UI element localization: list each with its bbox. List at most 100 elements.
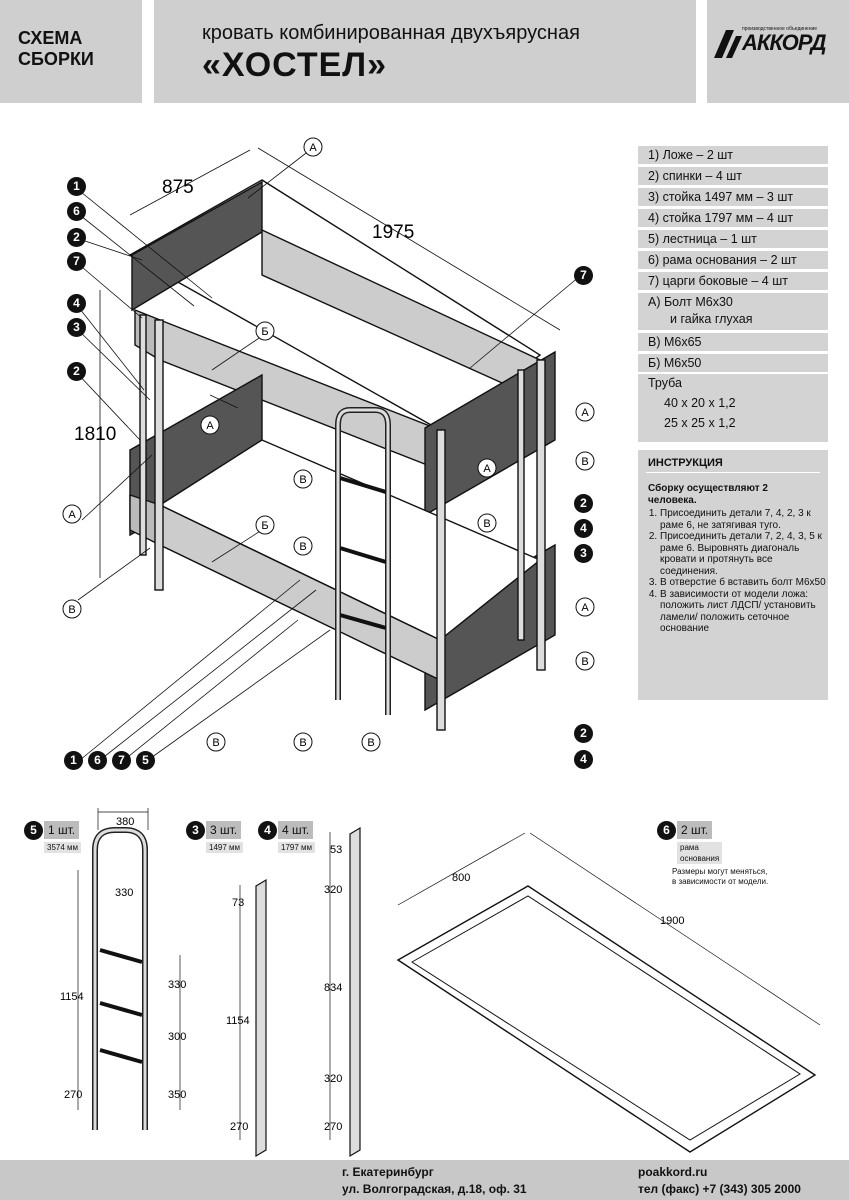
parts-list: 1) Ложе – 2 шт 2) спинки – 4 шт 3) стойк…	[638, 146, 828, 375]
callout-2: 2	[574, 724, 593, 743]
callout-6: 6	[67, 202, 86, 221]
dim-ladder-step3: 350	[168, 1089, 186, 1101]
tag-part-6-qty: 2 шт.	[677, 821, 713, 839]
callout-2: 2	[67, 228, 86, 247]
callout-5: 5	[136, 751, 155, 770]
footer-contacts: poakkord.ru тел (факс) +7 (343) 305 2000	[638, 1164, 801, 1198]
callout-v: В	[299, 474, 306, 486]
tag-part-4: 4	[258, 821, 277, 840]
dim-frame-length: 1900	[660, 915, 684, 927]
callout-a: А	[309, 142, 317, 154]
callout-2: 2	[574, 494, 593, 513]
callout-3: 3	[67, 318, 86, 337]
callout-a: А	[206, 420, 214, 432]
bolt-v-item: В) М6х65	[638, 333, 828, 351]
footer-site[interactable]: poakkord.ru	[638, 1165, 708, 1179]
callout-7: 7	[67, 252, 86, 271]
logo-text: АККОРД	[742, 30, 826, 55]
tag-part-5: 5	[24, 821, 43, 840]
tag-part-3-qty: 3 шт.	[206, 821, 242, 839]
instructions-panel: ИНСТРУКЦИЯ Сборку осуществляют 2 человек…	[638, 450, 828, 700]
part-item: 1) Ложе – 2 шт	[638, 146, 828, 164]
product-title: «ХОСТЕЛ»	[202, 46, 388, 84]
dim-post4-s1: 320	[324, 884, 342, 896]
tag-part-5-len: 3574 мм	[44, 842, 82, 853]
callout-7: 7	[574, 266, 593, 285]
tag-part-6: 6	[657, 821, 676, 840]
dim-ladder-width: 380	[116, 816, 134, 828]
bolt-b-item: Б) М6х50	[638, 354, 828, 372]
dim-length: 1975	[372, 222, 414, 243]
instructions-title: ИНСТРУКЦИЯ	[648, 457, 723, 469]
instruction-step: В отверстие б вставить болт М6х50	[660, 577, 826, 589]
header-title-panel	[154, 0, 696, 103]
header-left-panel	[0, 0, 142, 103]
dim-ladder-inner: 330	[115, 887, 133, 899]
dim-post3-bottom: 270	[230, 1121, 248, 1133]
akkord-logo-icon	[714, 30, 742, 58]
logo-caption: производственное объединение	[742, 26, 818, 32]
dim-width: 875	[162, 177, 194, 198]
dim-post3-height: 1154	[226, 1015, 250, 1027]
product-subtitle: кровать комбинированная двухъярусная	[202, 22, 580, 44]
callout-7: 7	[112, 751, 131, 770]
callout-a: А	[581, 407, 589, 419]
callout-v: В	[68, 604, 75, 616]
callout-v: В	[299, 737, 306, 749]
dim-frame-width: 800	[452, 872, 470, 884]
callout-6: 6	[88, 751, 107, 770]
instruction-step: Присоединить детали 7, 4, 2, 3 к раме 6,…	[660, 508, 826, 531]
part-item: 3) стойка 1497 мм – 3 шт	[638, 188, 828, 206]
callout-v: В	[299, 541, 306, 553]
callout-4: 4	[574, 750, 593, 769]
frame-note: Размеры могут меняться,в зависимости от …	[672, 867, 769, 886]
footer-phone: тел (факс) +7 (343) 305 2000	[638, 1182, 801, 1196]
dim-post4-mid: 834	[324, 982, 342, 994]
callout-a: А	[483, 463, 491, 475]
callout-1: 1	[64, 751, 83, 770]
tag-part-5-qty: 1 шт.	[44, 821, 80, 839]
dim-ladder-step2: 300	[168, 1031, 186, 1043]
callout-b: Б	[261, 520, 268, 532]
callout-2: 2	[67, 362, 86, 381]
callout-1: 1	[67, 177, 86, 196]
dim-post3-top: 73	[232, 897, 244, 909]
tag-part-4-qty: 4 шт.	[278, 821, 314, 839]
callout-4: 4	[574, 519, 593, 538]
callout-v: В	[367, 737, 374, 749]
part-item: 7) царги боковые – 4 шт	[638, 272, 828, 290]
footer-address: г. Екатеринбург ул. Волгоградская, д.18,…	[342, 1165, 527, 1196]
part-item: 2) спинки – 4 шт	[638, 167, 828, 185]
dim-ladder-bottom: 270	[64, 1089, 82, 1101]
tube-spec: Труба 40 х 20 х 1,2 25 х 25 х 1,2	[638, 374, 828, 442]
instruction-step: Присоединить детали 7, 2, 4, 3, 5 к раме…	[660, 531, 826, 577]
part-item: 4) стойка 1797 мм – 4 шт	[638, 209, 828, 227]
instructions-steps: Присоединить детали 7, 4, 2, 3 к раме 6,…	[648, 508, 826, 635]
part-item: 5) лестница – 1 шт	[638, 230, 828, 248]
callout-a: А	[581, 602, 589, 614]
dim-post4-top: 53	[330, 844, 342, 856]
tag-part-3: 3	[186, 821, 205, 840]
dim-post4-bottom: 270	[324, 1121, 342, 1133]
instructions-intro: Сборку осуществляют 2 человека.	[648, 483, 768, 506]
instruction-step: В зависимости от модели ложа: положить л…	[660, 589, 826, 635]
callout-v: В	[581, 656, 588, 668]
dim-ladder-height: 1154	[60, 991, 84, 1003]
dim-post4-s2: 320	[324, 1073, 342, 1085]
callout-v: В	[581, 456, 588, 468]
callout-v: В	[212, 737, 219, 749]
dim-height: 1810	[74, 424, 116, 445]
callout-v: В	[483, 518, 490, 530]
callout-a: А	[68, 509, 76, 521]
callout-3: 3	[574, 544, 593, 563]
footer-bar	[0, 1160, 849, 1200]
tag-part-4-len: 1797 мм	[278, 842, 316, 853]
dim-ladder-step1: 330	[168, 979, 186, 991]
part-item: 6) рама основания – 2 шт	[638, 251, 828, 269]
tag-part-3-len: 1497 мм	[206, 842, 244, 853]
